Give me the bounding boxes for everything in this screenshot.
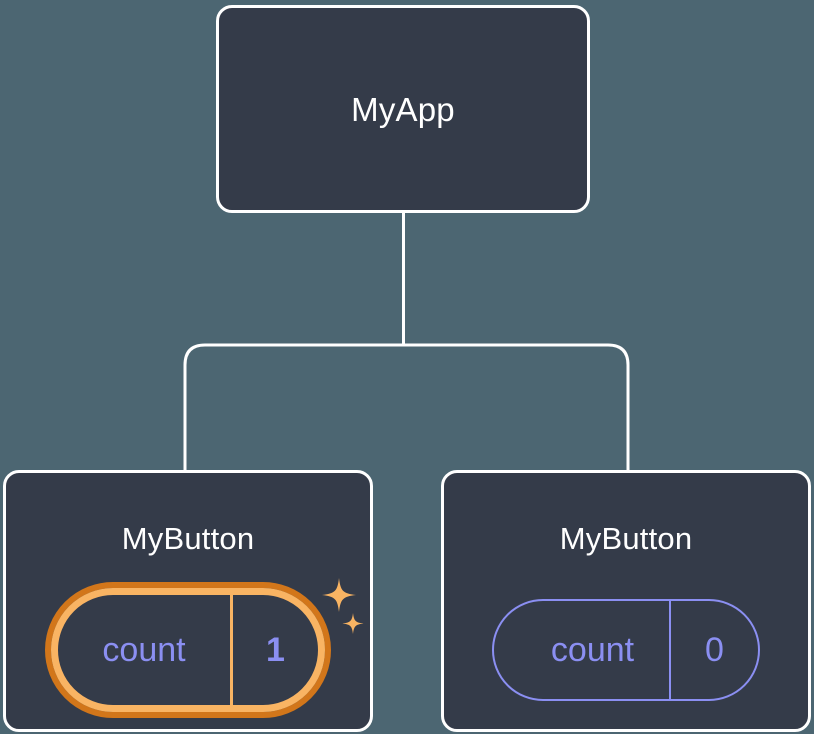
state-pill-inner: count 1 <box>51 588 325 712</box>
sparkle-small-icon <box>342 613 364 634</box>
component-node-myapp[interactable]: MyApp <box>216 5 590 213</box>
component-node-mybutton-left[interactable]: MyButton count 1 <box>3 470 373 732</box>
component-node-title: MyApp <box>351 90 455 128</box>
component-node-title: MyButton <box>121 521 255 556</box>
component-node-mybutton-right[interactable]: MyButton count 0 <box>441 470 811 732</box>
component-node-title: MyButton <box>559 521 693 556</box>
state-pill-wrapper: count 0 <box>492 599 760 701</box>
state-key-label: count <box>102 631 186 669</box>
state-pill-plain[interactable]: count 0 <box>492 599 760 701</box>
state-key-label: count <box>550 631 635 669</box>
state-pill-highlighted[interactable]: count 1 <box>45 582 331 718</box>
state-value-label: 0 <box>669 601 758 699</box>
sparkle-large-icon <box>322 578 356 612</box>
state-pill-wrapper: count 1 <box>45 578 364 718</box>
connector-child-bus <box>183 343 630 470</box>
state-value-label: 1 <box>230 595 318 705</box>
